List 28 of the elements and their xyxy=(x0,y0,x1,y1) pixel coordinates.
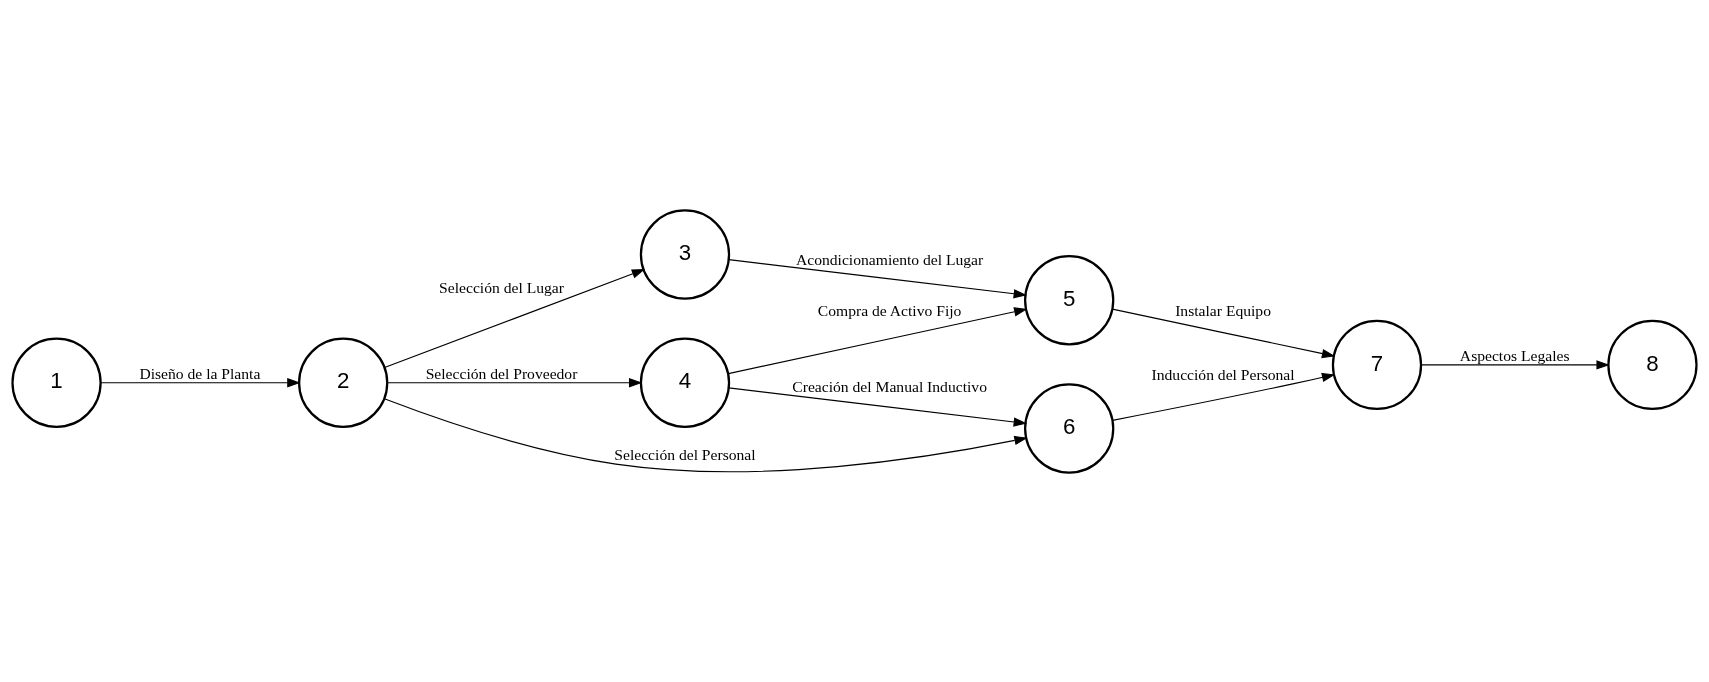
edge-label: Compra de Activo Fijo xyxy=(817,301,962,319)
edge-label: Creación del Manual Inductivo xyxy=(792,377,987,395)
edge-label: Instalar Equipo xyxy=(1175,301,1271,319)
node-circle: 2 xyxy=(298,337,389,428)
node-circle: 5 xyxy=(1024,254,1115,345)
edge-label: Diseño de la Planta xyxy=(139,364,261,382)
arrow xyxy=(383,397,1028,472)
arrow xyxy=(100,377,301,387)
arrow xyxy=(728,258,1028,298)
arrow xyxy=(1112,372,1336,421)
node-circle: 6 xyxy=(1024,382,1115,474)
edge-label: Inducción del Personal xyxy=(1151,365,1295,383)
node-circle: 4 xyxy=(639,337,731,428)
arrow xyxy=(384,268,646,368)
arrow xyxy=(386,377,643,387)
node-circle: 8 xyxy=(1607,319,1698,410)
edge-label: Selección del Proveedor xyxy=(425,364,578,382)
node-circle: 7 xyxy=(1331,319,1423,410)
node-circle: 3 xyxy=(639,208,731,300)
edge-label: Acondicionamiento del Lugar xyxy=(796,250,984,268)
edge-label: Selección del Lugar xyxy=(439,278,564,296)
node-circle: 1 xyxy=(11,337,102,428)
arrow xyxy=(1111,308,1336,358)
edge-label: Selección del Personal xyxy=(614,445,756,463)
arrow xyxy=(727,306,1028,374)
edge-label: Aspectos Legales xyxy=(1459,346,1570,364)
arrow xyxy=(1420,359,1610,370)
arrow xyxy=(728,386,1028,427)
